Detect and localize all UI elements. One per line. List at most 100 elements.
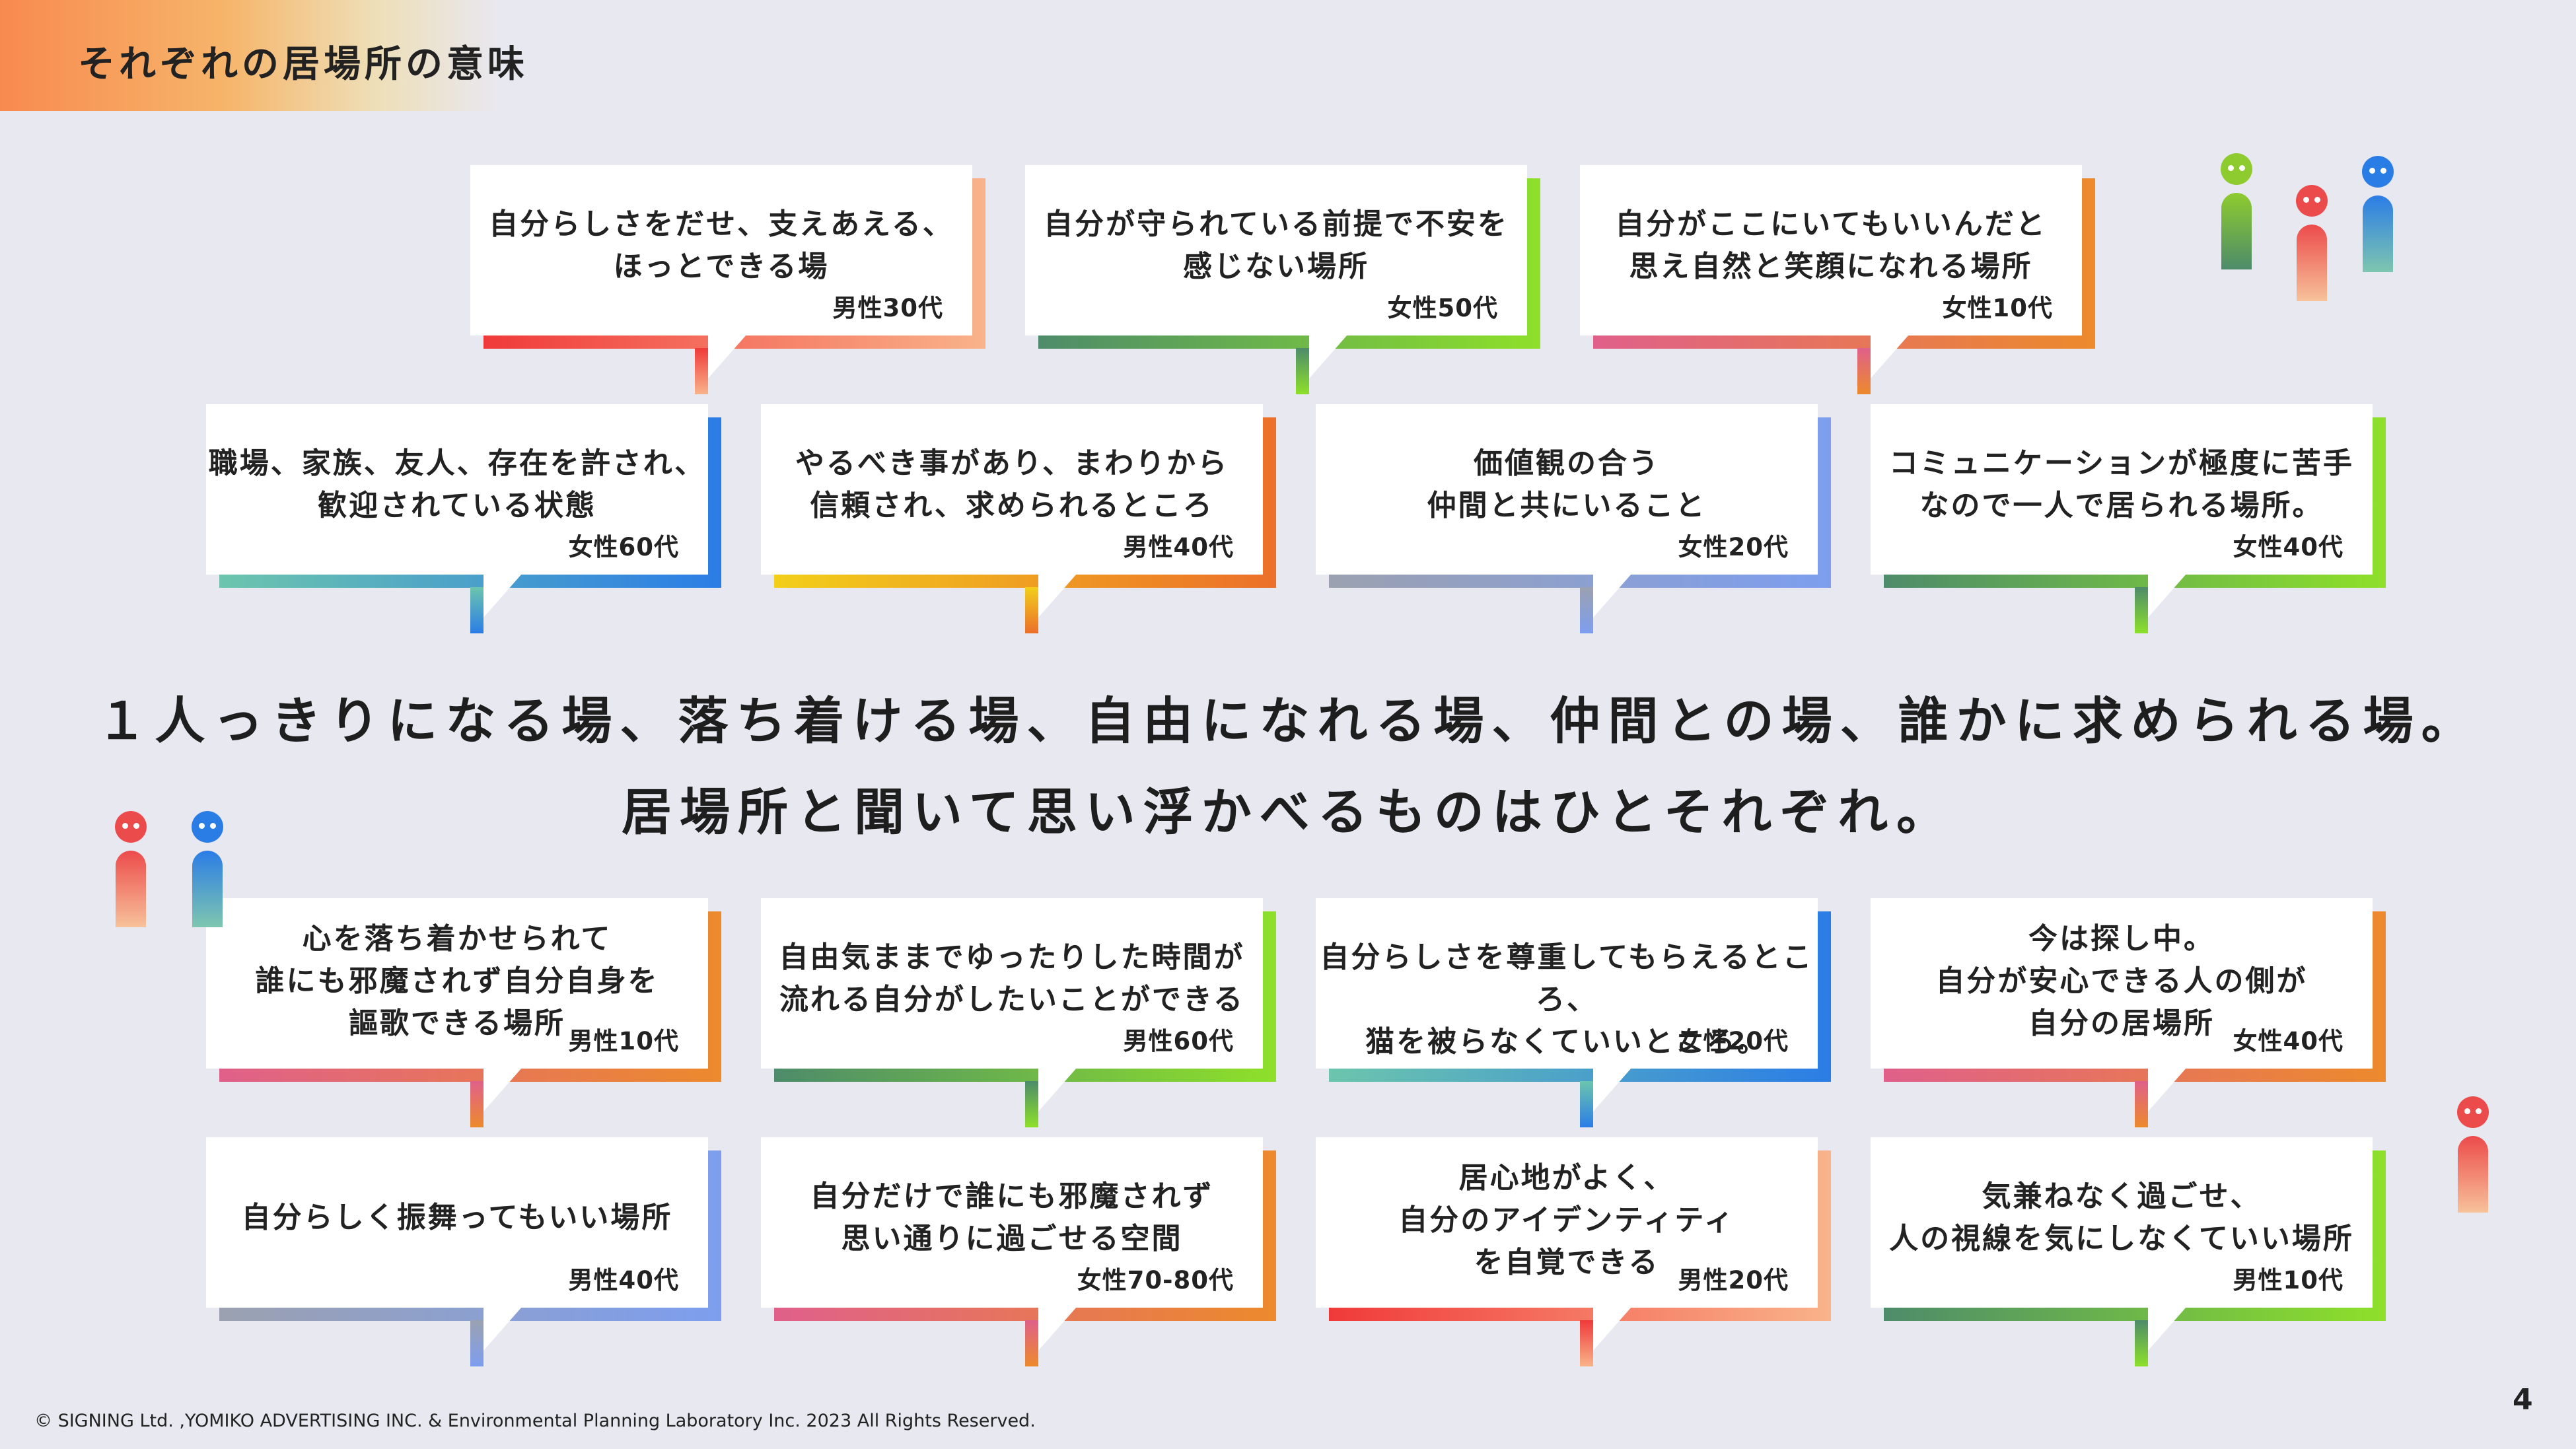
quote-card: 価値観の合う 仲間と共にいること 女性20代 bbox=[1316, 404, 1831, 633]
page-number: 4 bbox=[2513, 1383, 2533, 1417]
card-quote: 自分が守られている前提で不安を 感じない場所 bbox=[1044, 207, 1509, 283]
card-body bbox=[1316, 404, 1818, 575]
card-tail bbox=[1871, 335, 1909, 378]
quote-card: やるべき事があり、まわりから 信頼され、求められるところ 男性40代 bbox=[761, 404, 1276, 633]
quote-card: 自分らしさをだせ、支えあえる、 ほっとできる場 男性30代 bbox=[470, 165, 985, 394]
card-tail bbox=[2148, 1068, 2186, 1112]
quote-card: 心を落ち着かせられて 誰にも邪魔されず自分自身を 謳歌できる場所 男性10代 bbox=[206, 898, 721, 1127]
card-quote: 自分だけで誰にも邪魔されず 思い通りに過ごせる空間 bbox=[810, 1180, 1214, 1255]
card-shadow-tail bbox=[1025, 1320, 1038, 1366]
card-attribution: 男性40代 bbox=[568, 1266, 679, 1294]
card-body bbox=[206, 898, 708, 1069]
card-shadow-tail bbox=[2135, 587, 2148, 633]
card-body bbox=[761, 404, 1263, 575]
card-body bbox=[470, 165, 972, 336]
card-body bbox=[206, 404, 708, 575]
card-shadow-tail bbox=[470, 587, 483, 633]
card-quote: 今は探し中。 自分が安心できる人の側が 自分の居場所 bbox=[1935, 922, 2308, 1040]
card-attribution: 男性60代 bbox=[1123, 1027, 1234, 1055]
card-shadow-tail bbox=[1025, 587, 1038, 633]
card-attribution: 男性10代 bbox=[2233, 1266, 2343, 1294]
quote-card: 自分がここにいてもいいんだと 思え自然と笑顔になれる場所 女性10代 bbox=[1580, 165, 2095, 394]
card-quote: 自分らしさをだせ、支えあえる、 ほっとできる場 bbox=[489, 207, 954, 283]
card-body bbox=[1871, 404, 2373, 575]
card-tail bbox=[2148, 574, 2186, 618]
person-head bbox=[2457, 1096, 2489, 1128]
card-body bbox=[206, 1137, 708, 1308]
card-attribution: 男性30代 bbox=[832, 294, 943, 322]
person-body bbox=[2458, 1136, 2488, 1213]
card-shadow-tail bbox=[1580, 1320, 1593, 1366]
person-head bbox=[2221, 153, 2252, 185]
card-quote: 自分らしさを尊重してもらえるところ、 猫を被らなくていいところ。 bbox=[1320, 940, 1814, 1059]
card-tail bbox=[483, 574, 522, 618]
card-body bbox=[1871, 1137, 2373, 1308]
card-body bbox=[1316, 898, 1818, 1069]
card-quote: やるべき事があり、まわりから 信頼され、求められるところ bbox=[795, 446, 1229, 522]
quote-card: 自分らしく振舞ってもいい場所 男性40代 bbox=[206, 1137, 721, 1366]
card-quote: 居心地がよく、 自分のアイデンティティ を自覚できる bbox=[1398, 1161, 1735, 1279]
card-attribution: 女性10代 bbox=[1942, 294, 2053, 322]
card-tail bbox=[1038, 1307, 1077, 1351]
card-shadow-tail bbox=[470, 1081, 483, 1127]
quote-card: 自分だけで誰にも邪魔されず 思い通りに過ごせる空間 女性70-80代 bbox=[761, 1137, 1276, 1366]
person-head bbox=[192, 811, 223, 843]
quote-card: 自分が守られている前提で不安を 感じない場所 女性50代 bbox=[1025, 165, 1540, 394]
card-body bbox=[761, 1137, 1263, 1308]
card-tail bbox=[1593, 574, 1631, 618]
card-attribution: 女性70-80代 bbox=[1077, 1266, 1234, 1294]
quote-card: 職場、家族、友人、存在を許され、 歓迎されている状態 女性60代 bbox=[206, 404, 721, 633]
quote-card: 自分らしさを尊重してもらえるところ、 猫を被らなくていいところ。 女性20代 bbox=[1316, 898, 1831, 1127]
card-tail bbox=[483, 1068, 522, 1112]
quote-card: 自由気ままでゆったりした時間が 流れる自分がしたいことができる 男性60代 bbox=[761, 898, 1276, 1127]
card-shadow-tail bbox=[1025, 1081, 1038, 1127]
card-quote: 価値観の合う 仲間と共にいること bbox=[1427, 446, 1707, 522]
card-quote: 自分がここにいてもいいんだと 思え自然と笑顔になれる場所 bbox=[1615, 207, 2047, 283]
person-head bbox=[2296, 185, 2328, 217]
person-head bbox=[2362, 156, 2394, 188]
card-quote: 自分らしく振舞ってもいい場所 bbox=[241, 1201, 673, 1234]
card-shadow-tail bbox=[1580, 587, 1593, 633]
card-tail bbox=[708, 335, 746, 378]
card-body bbox=[1316, 1137, 1818, 1308]
person-head bbox=[115, 811, 147, 843]
quote-card: 気兼ねなく過ごせ、 人の視線を気にしなくていい場所 男性10代 bbox=[1871, 1137, 2386, 1366]
card-attribution: 女性20代 bbox=[1678, 1027, 1789, 1055]
card-attribution: 女性20代 bbox=[1678, 533, 1789, 561]
card-quote: コミュニケーションが極度に苦手 なので一人で居られる場所。 bbox=[1888, 446, 2355, 522]
person-body bbox=[2363, 195, 2393, 272]
copyright: © SIGNING Ltd. ,YOMIKO ADVERTISING INC. … bbox=[34, 1411, 1036, 1431]
card-tail bbox=[1038, 1068, 1077, 1112]
card-tail bbox=[1038, 574, 1077, 618]
card-attribution: 女性40代 bbox=[2233, 1027, 2343, 1055]
card-shadow-tail bbox=[2135, 1081, 2148, 1127]
quote-card: 今は探し中。 自分が安心できる人の側が 自分の居場所 女性40代 bbox=[1871, 898, 2386, 1127]
page-title: それぞれの居場所の意味 bbox=[78, 43, 528, 86]
card-attribution: 女性60代 bbox=[568, 533, 679, 561]
card-attribution: 男性10代 bbox=[568, 1027, 679, 1055]
card-quote: 職場、家族、友人、存在を許され、 歓迎されている状態 bbox=[208, 446, 706, 522]
card-body bbox=[1871, 898, 2373, 1069]
main-message-line2: 居場所と聞いて思い浮かべるものはひとそれぞれ。 bbox=[622, 783, 1954, 841]
card-attribution: 女性40代 bbox=[2233, 533, 2343, 561]
card-tail bbox=[1593, 1068, 1631, 1112]
card-shadow-tail bbox=[1580, 1081, 1593, 1127]
person-body bbox=[2297, 225, 2327, 301]
card-attribution: 男性40代 bbox=[1123, 533, 1234, 561]
person-body bbox=[116, 851, 146, 927]
card-attribution: 女性50代 bbox=[1387, 294, 1498, 322]
card-tail bbox=[1593, 1307, 1631, 1351]
header-band bbox=[0, 0, 502, 111]
card-quote: 自由気ままでゆったりした時間が 流れる自分がしたいことができる bbox=[779, 940, 1245, 1016]
quote-card: コミュニケーションが極度に苦手 なので一人で居られる場所。 女性40代 bbox=[1871, 404, 2386, 633]
card-body bbox=[761, 898, 1263, 1069]
card-body bbox=[1580, 165, 2082, 336]
card-quote: 気兼ねなく過ごせ、 人の視線を気にしなくていい場所 bbox=[1889, 1180, 2354, 1255]
main-message-line1: １人っきりになる場、落ち着ける場、自由になれる場、仲間との場、誰かに求められる場… bbox=[96, 691, 2480, 750]
card-tail bbox=[2148, 1307, 2186, 1351]
quote-card: 居心地がよく、 自分のアイデンティティ を自覚できる 男性20代 bbox=[1316, 1137, 1831, 1366]
card-shadow-tail bbox=[695, 348, 708, 394]
card-shadow-tail bbox=[2135, 1320, 2148, 1366]
card-shadow-tail bbox=[1857, 348, 1871, 394]
card-tail bbox=[483, 1307, 522, 1351]
